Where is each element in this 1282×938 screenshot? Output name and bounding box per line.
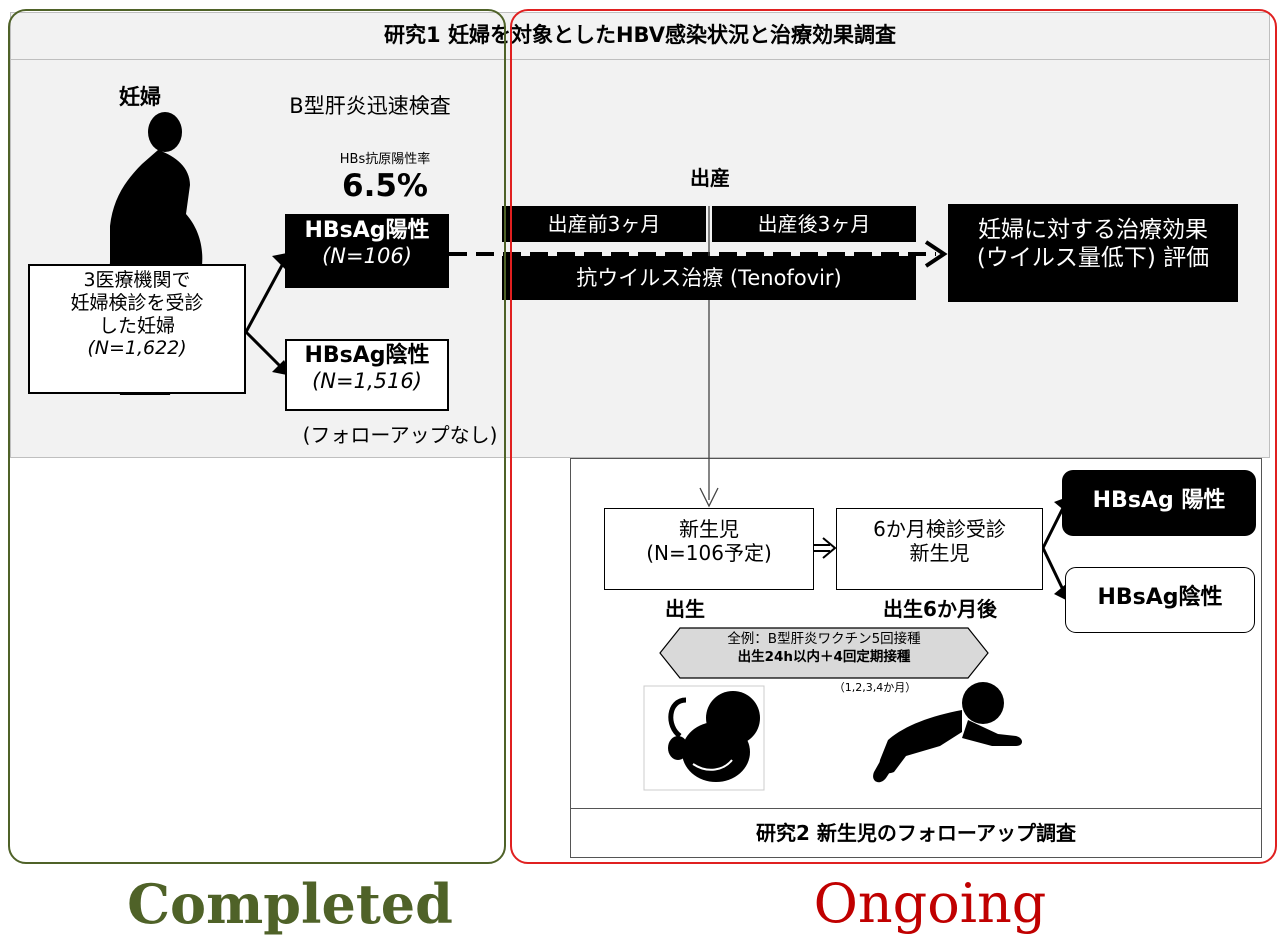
infant-hbsag-positive-box: HBsAg 陽性 — [1062, 470, 1256, 536]
hbsag-positive-n: (N=106) — [322, 244, 412, 269]
newborn-line: 新生児 — [679, 517, 739, 541]
hbsag-positive-title: HBsAg陽性 — [304, 218, 430, 243]
vaccine-line: 全例：B型肝炎ワクチン5回接種 — [727, 631, 921, 647]
evaluation-line: 妊婦に対する治療効果 — [978, 217, 1208, 243]
cohort-line: した妊婦 — [98, 314, 175, 337]
evaluation-line: (ウイルス量低下) 評価 — [976, 244, 1210, 271]
delivery-label: 出産 — [690, 166, 730, 190]
cohort-box: 3医療機関で 妊婦検診を受診 した妊婦 (N=1,622) — [28, 264, 246, 394]
hbsag-negative-n: (N=1,516) — [312, 369, 422, 394]
hbsag-negative-box: HBsAg陰性 (N=1,516) — [285, 339, 449, 411]
ongoing-label: Ongoing — [813, 872, 1047, 935]
no-followup-label: (フォローアップなし) — [302, 423, 498, 447]
baby-icon — [873, 682, 1022, 783]
pregnant-label: 妊婦 — [119, 85, 161, 109]
six-months-label: 出生6か月後 — [883, 597, 997, 621]
six-month-checkup-box: 6か月検診受診 新生児 — [836, 508, 1043, 590]
rapid-test-label: B型肝炎迅速検査 — [289, 94, 451, 118]
vaccine-line: 出生24h以内＋4回定期接種 — [737, 648, 911, 665]
infant-hbsag-negative-box: HBsAg陰性 — [1065, 567, 1255, 633]
study1-title: 研究1 妊婦を対象としたHBV感染状況と治療効果調査 — [10, 12, 1270, 60]
after-delivery-box: 出産後3ヶ月 — [712, 206, 916, 242]
completed-label: Completed — [127, 872, 453, 936]
hbsag-positive-box: HBsAg陽性 (N=106) — [285, 214, 449, 288]
cohort-n: (N=1,622) — [87, 337, 187, 360]
before-delivery-box: 出産前3ヶ月 — [502, 206, 706, 242]
cohort-line: 3医療機関で — [83, 269, 191, 291]
antiviral-box: 抗ウイルス治療 (Tenofovir) — [502, 256, 916, 300]
newborn-n: (N=106予定) — [646, 541, 772, 565]
cohort-line: 妊婦検診を受診 — [70, 291, 204, 314]
vaccine-banner: 全例：B型肝炎ワクチン5回接種 出生24h以内＋4回定期接種 — [680, 631, 968, 666]
completed-frame — [8, 9, 506, 864]
evaluation-box: 妊婦に対する治療効果 (ウイルス量低下) 評価 — [948, 204, 1238, 302]
positivity-label: HBs抗原陽性率 — [339, 152, 431, 167]
newborn-box: 新生児 (N=106予定) — [604, 508, 814, 590]
checkup-line: 6か月検診受診 — [873, 517, 1006, 541]
checkup-line: 新生児 — [909, 541, 970, 565]
hbsag-negative-title: HBsAg陰性 — [304, 343, 430, 368]
ongoing-frame — [510, 9, 1277, 864]
birth-label: 出生 — [665, 597, 705, 621]
vaccine-schedule: （1,2,3,4か月） — [833, 681, 917, 694]
study2-title: 研究2 新生児のフォローアップ調査 — [570, 808, 1262, 858]
positivity-value: 6.5% — [342, 168, 428, 204]
fetus-icon — [643, 685, 765, 791]
